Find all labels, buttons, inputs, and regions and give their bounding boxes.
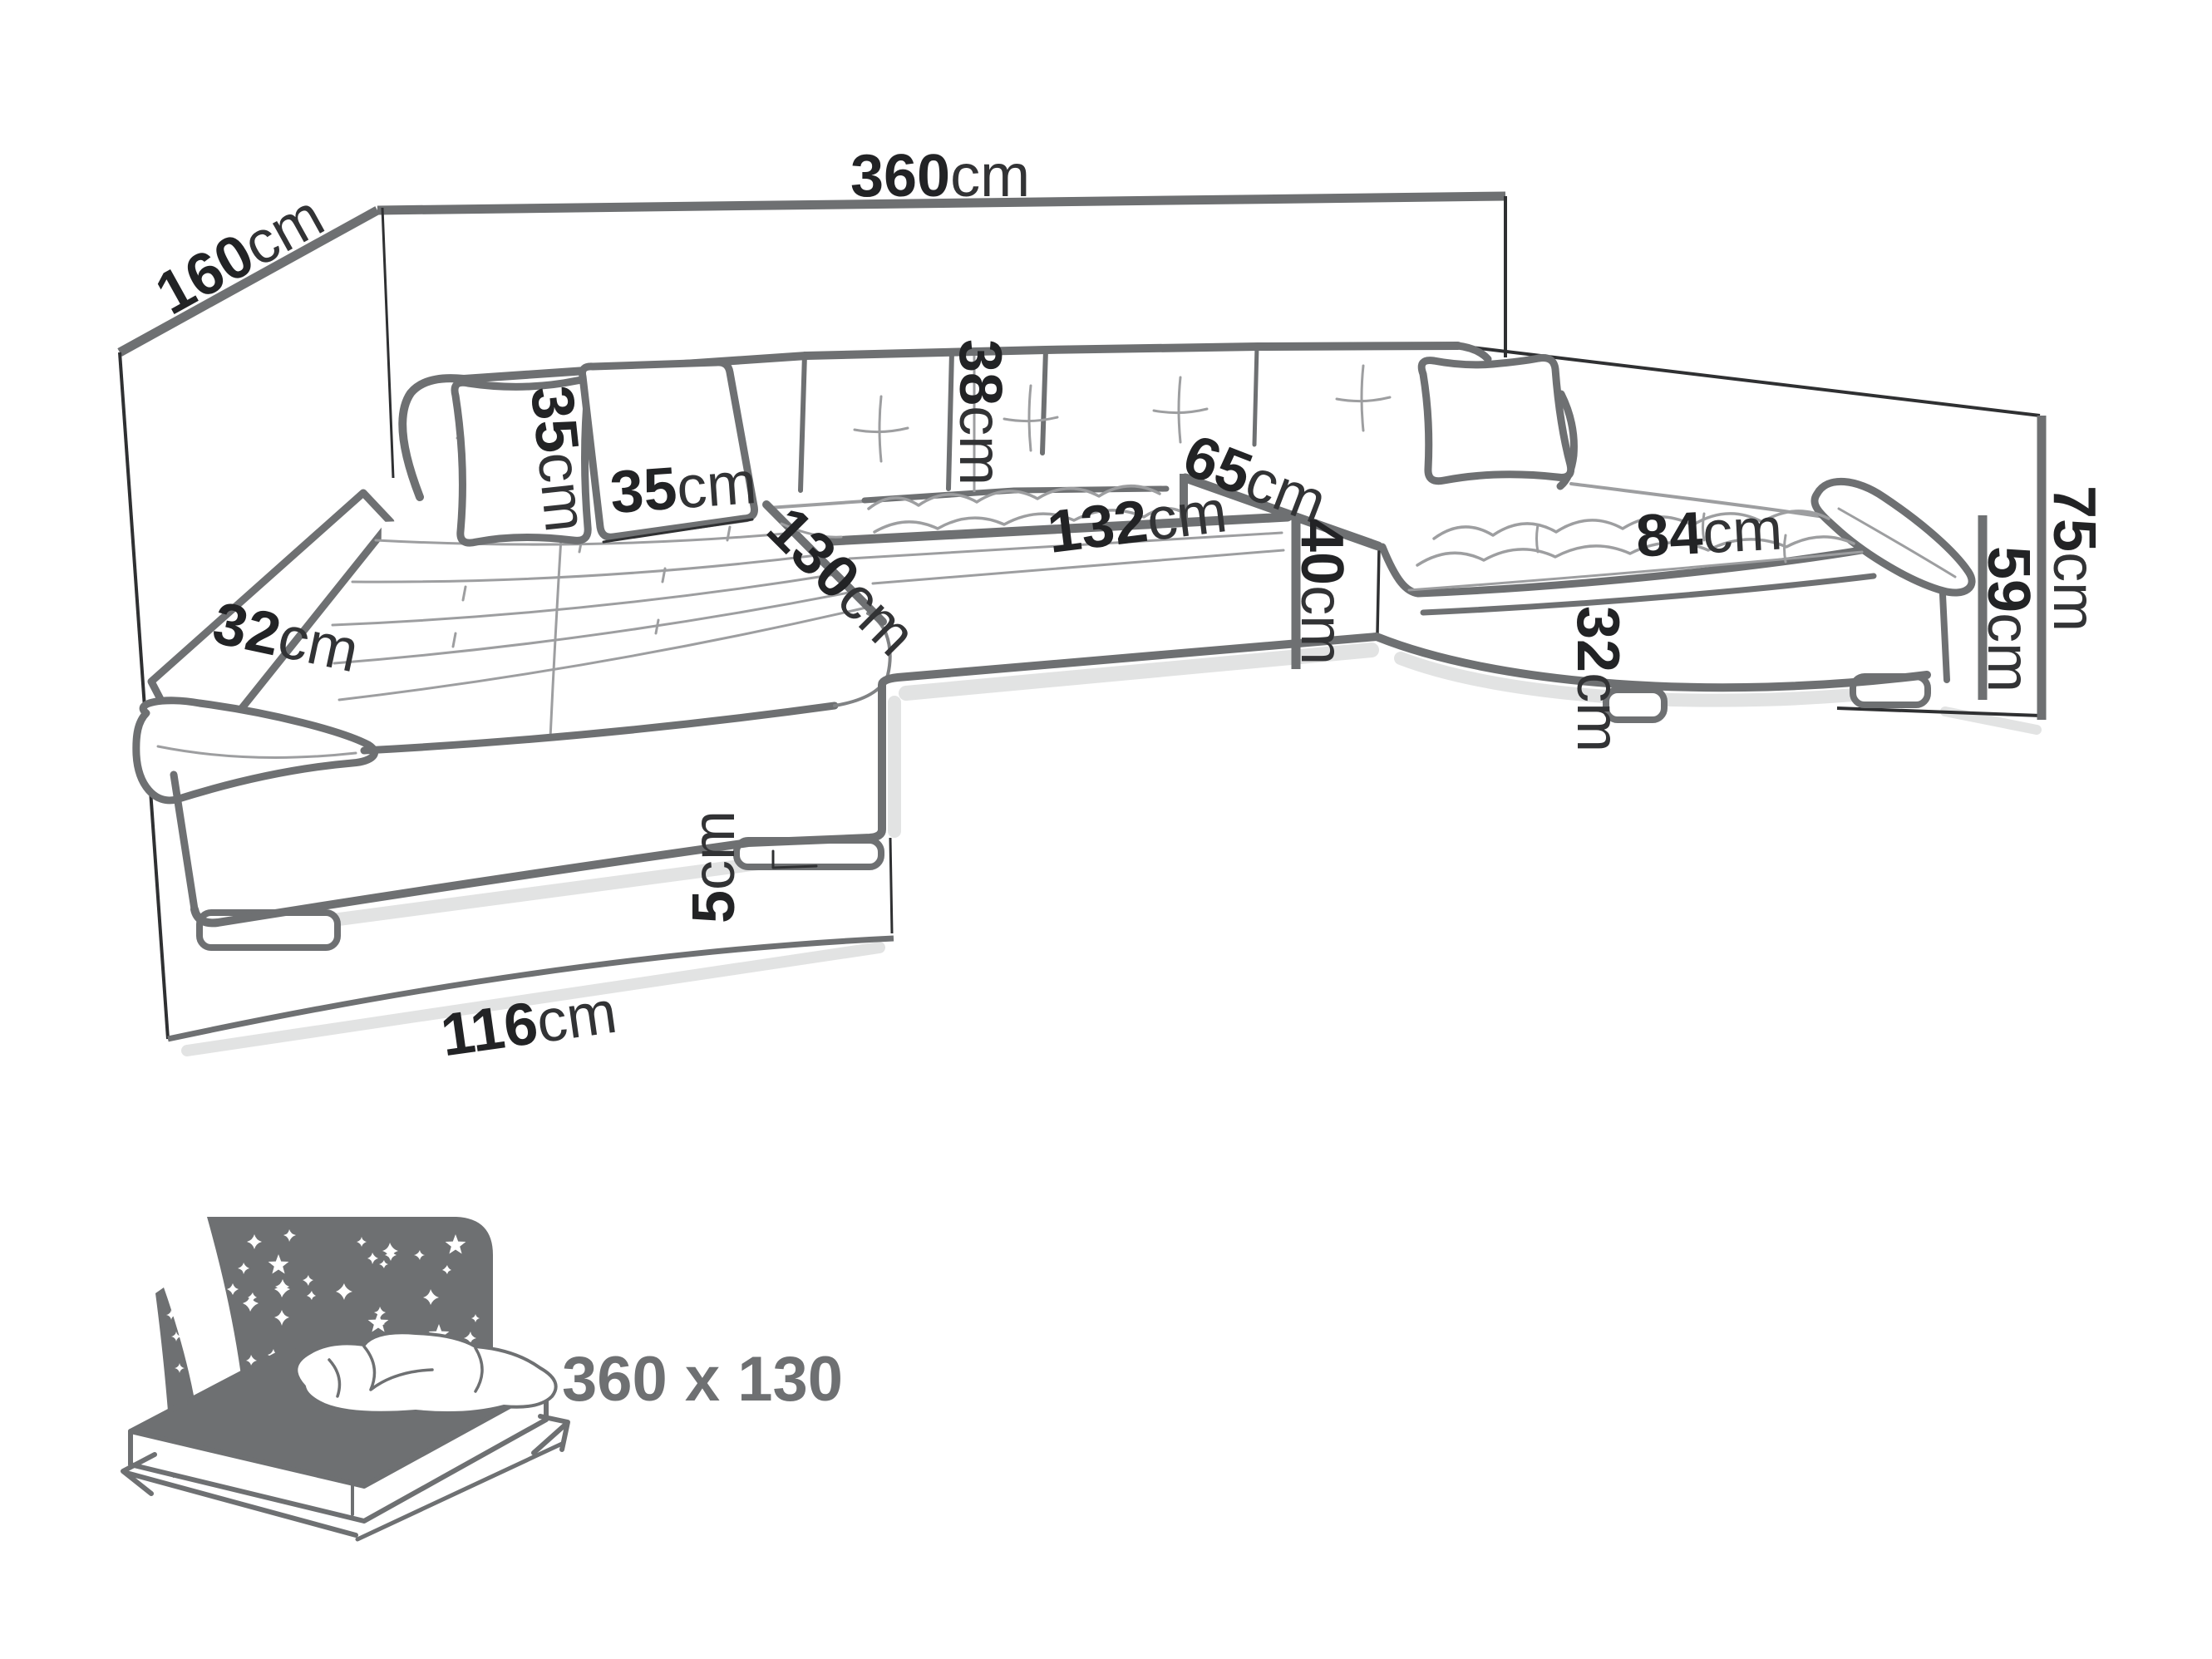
svg-text:40cm: 40cm (1288, 519, 1355, 665)
svg-text:116cm: 116cm (437, 979, 621, 1070)
svg-text:38cm: 38cm (947, 339, 1013, 485)
svg-text:35cm: 35cm (608, 450, 758, 526)
svg-text:75cm: 75cm (2041, 485, 2107, 632)
svg-text:360 x 130: 360 x 130 (562, 1344, 843, 1415)
svg-text:32cm: 32cm (1564, 606, 1631, 752)
svg-text:5cm: 5cm (681, 810, 747, 923)
svg-text:84cm: 84cm (1634, 495, 1784, 569)
svg-text:59cm: 59cm (1975, 546, 2042, 692)
svg-text:35cm: 35cm (518, 382, 599, 534)
svg-text:360cm: 360cm (850, 143, 1030, 209)
svg-text:32cm: 32cm (207, 590, 364, 686)
svg-text:132cm: 132cm (1044, 478, 1230, 566)
